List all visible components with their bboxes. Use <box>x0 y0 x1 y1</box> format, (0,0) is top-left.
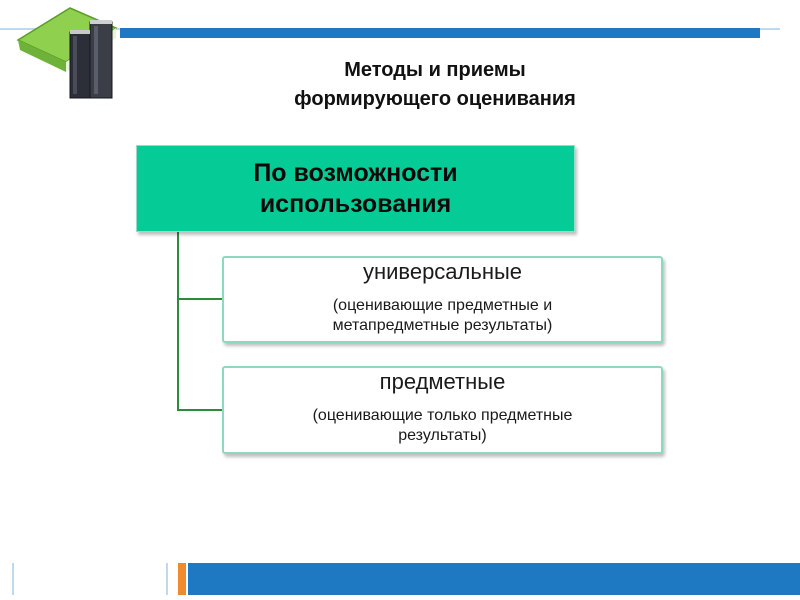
bottom-orange-stripe <box>178 563 186 595</box>
branch-description: (оценивающие только предметные результат… <box>224 406 661 446</box>
branch-desc-line-1: (оценивающие предметные и <box>332 297 553 314</box>
main-box-line-1: По возможности <box>253 158 458 187</box>
bottom-blue-bar <box>188 563 800 595</box>
books-icon <box>16 7 118 99</box>
top-accent-bar <box>120 28 760 38</box>
main-category-box: По возможности использования <box>136 145 575 232</box>
title-line-2: формирующего оценивания <box>294 88 576 110</box>
title-line-1: Методы и приемы <box>344 59 526 81</box>
bottom-rule-mid <box>166 563 168 595</box>
main-box-line-2: использования <box>259 189 452 218</box>
page-title: Методы и приемы формирующего оценивания <box>200 56 670 114</box>
branch-box-subject: предметные (оценивающие только предметны… <box>222 366 663 454</box>
branch-title: универсальные <box>362 259 523 284</box>
branch-desc-line-2: метапредметные результаты) <box>332 317 553 334</box>
branch-box-universal: универсальные (оценивающие предметные и … <box>222 256 663 343</box>
branch-title: предметные <box>379 369 506 394</box>
branch-description: (оценивающие предметные и метапредметные… <box>224 296 661 336</box>
bottom-rule-left <box>12 563 14 595</box>
branch-desc-line-1: (оценивающие только предметные <box>312 407 573 424</box>
branch-desc-line-2: результаты) <box>398 427 487 444</box>
